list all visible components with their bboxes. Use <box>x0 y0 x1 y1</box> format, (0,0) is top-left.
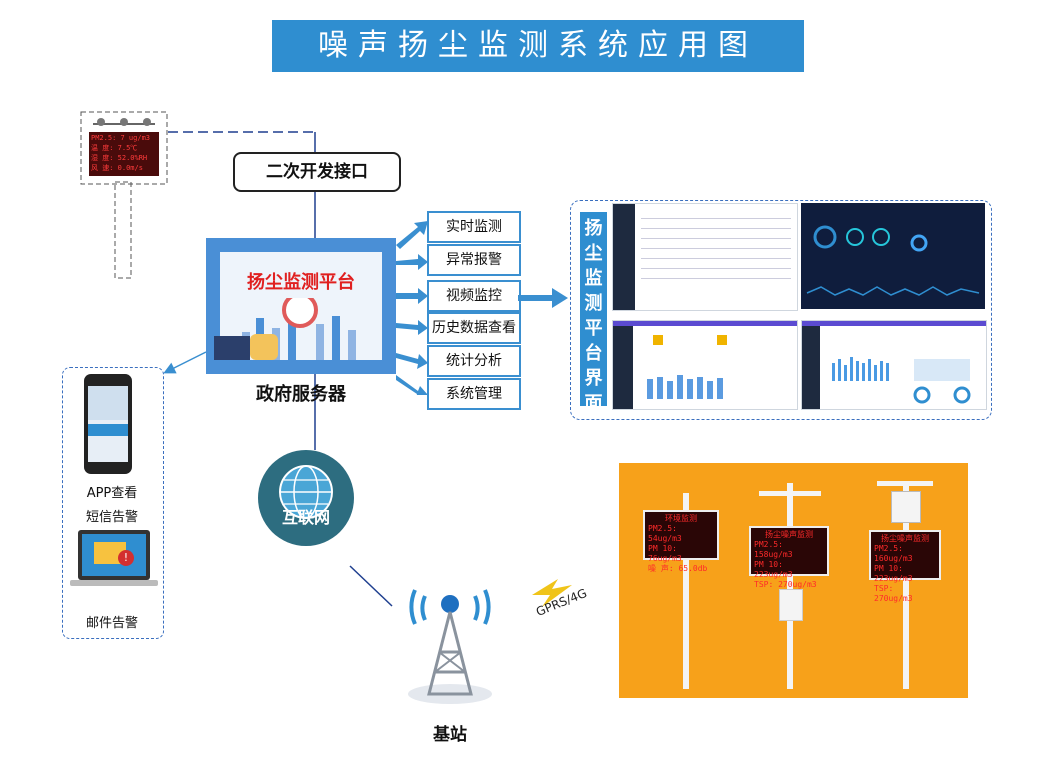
internet-label: 互联网 <box>281 508 330 527</box>
ui-screenshot-stats <box>801 320 987 410</box>
platform-illustration: 扬尘监测平台 <box>206 238 396 374</box>
internet-globe: 互联网 <box>258 450 354 546</box>
station-1-title: 环境监测 <box>665 514 697 523</box>
lightning-icon <box>532 579 572 607</box>
station-1-line-2: PM 10: 76ug/m3 <box>648 544 682 563</box>
display-line-1: PM2.5: 7 ug/m3 <box>91 134 151 142</box>
func-abnormal-alarm: 异常报警 <box>427 244 521 276</box>
secondary-dev-interface: 二次开发接口 <box>233 152 401 192</box>
app-label: APP查看 <box>86 486 138 501</box>
station-2-line-3: TSP: 270ug/m3 <box>754 580 817 589</box>
func-video-monitor: 视频监控 <box>427 280 521 312</box>
station-2-line-2: PM 10: 223ug/m3 <box>754 560 793 579</box>
station-1-line-3: 噪 声: 65.0db <box>648 564 708 573</box>
hand-icon <box>214 336 250 360</box>
display-line-3: 湿 度: 52.0%RH <box>91 154 148 162</box>
station-3-line-2: PM 10: 223ug/m3 <box>874 564 913 583</box>
station-1-line-1: PM2.5: 54ug/m3 <box>648 524 682 543</box>
ui-screenshot-table <box>612 203 798 311</box>
laptop-icon: ! <box>78 530 150 580</box>
ui-screenshot-dashboard <box>801 203 985 309</box>
station-3-display: 扬尘噪声监测 PM2.5: 160ug/m3 PM 10: 223ug/m3 T… <box>869 530 941 603</box>
platform-ui-group <box>570 200 992 420</box>
station-3-line-3: TSP: 270ug/m3 <box>874 584 913 603</box>
display-line-4: 风 速: 0.0m/s <box>91 164 143 172</box>
mail-label: 邮件告警 <box>85 616 138 631</box>
stations-photo: 环境监测 PM2.5: 54ug/m3 PM 10: 76ug/m3 噪 声: … <box>619 463 968 698</box>
phone-icon <box>84 374 132 474</box>
func-system-management: 系统管理 <box>427 378 521 410</box>
server-label: 政府服务器 <box>256 384 346 405</box>
station-2-line-1: PM2.5: 158ug/m3 <box>754 540 793 559</box>
display-line-2: 温 度: 7.5℃ <box>91 144 138 152</box>
ui-screenshot-cards <box>612 320 798 410</box>
station-3-line-1: PM2.5: 160ug/m3 <box>874 544 913 563</box>
globe-icon <box>279 465 333 519</box>
arrow-to-platform-ui <box>518 288 568 308</box>
led-display-station: PM2.5: 7 ug/m3 温 度: 7.5℃ 湿 度: 52.0%RH 风 … <box>79 110 169 280</box>
base-station-label: 基站 <box>433 725 467 745</box>
alert-icon: ! <box>118 550 134 566</box>
func-history-data: 历史数据查看 <box>427 312 521 344</box>
station-2-display: 扬尘噪声监测 PM2.5: 158ug/m3 PM 10: 223ug/m3 T… <box>749 526 829 589</box>
platform-ui-label: 扬尘监测平台界面 <box>580 212 607 414</box>
function-arrows <box>396 221 428 395</box>
station-2-title: 扬尘噪声监测 <box>765 530 813 539</box>
notification-group <box>62 367 164 639</box>
station-1-display: 环境监测 PM2.5: 54ug/m3 PM 10: 76ug/m3 噪 声: … <box>643 510 719 573</box>
func-statistics: 统计分析 <box>427 345 521 377</box>
tower-icon <box>408 589 492 704</box>
sms-label: 短信告警 <box>85 510 138 525</box>
func-realtime-monitor: 实时监测 <box>427 211 521 243</box>
page-title: 噪声扬尘监测系统应用图 <box>272 20 804 72</box>
station-3-title: 扬尘噪声监测 <box>881 534 929 543</box>
platform-title: 扬尘监测平台 <box>247 272 355 293</box>
